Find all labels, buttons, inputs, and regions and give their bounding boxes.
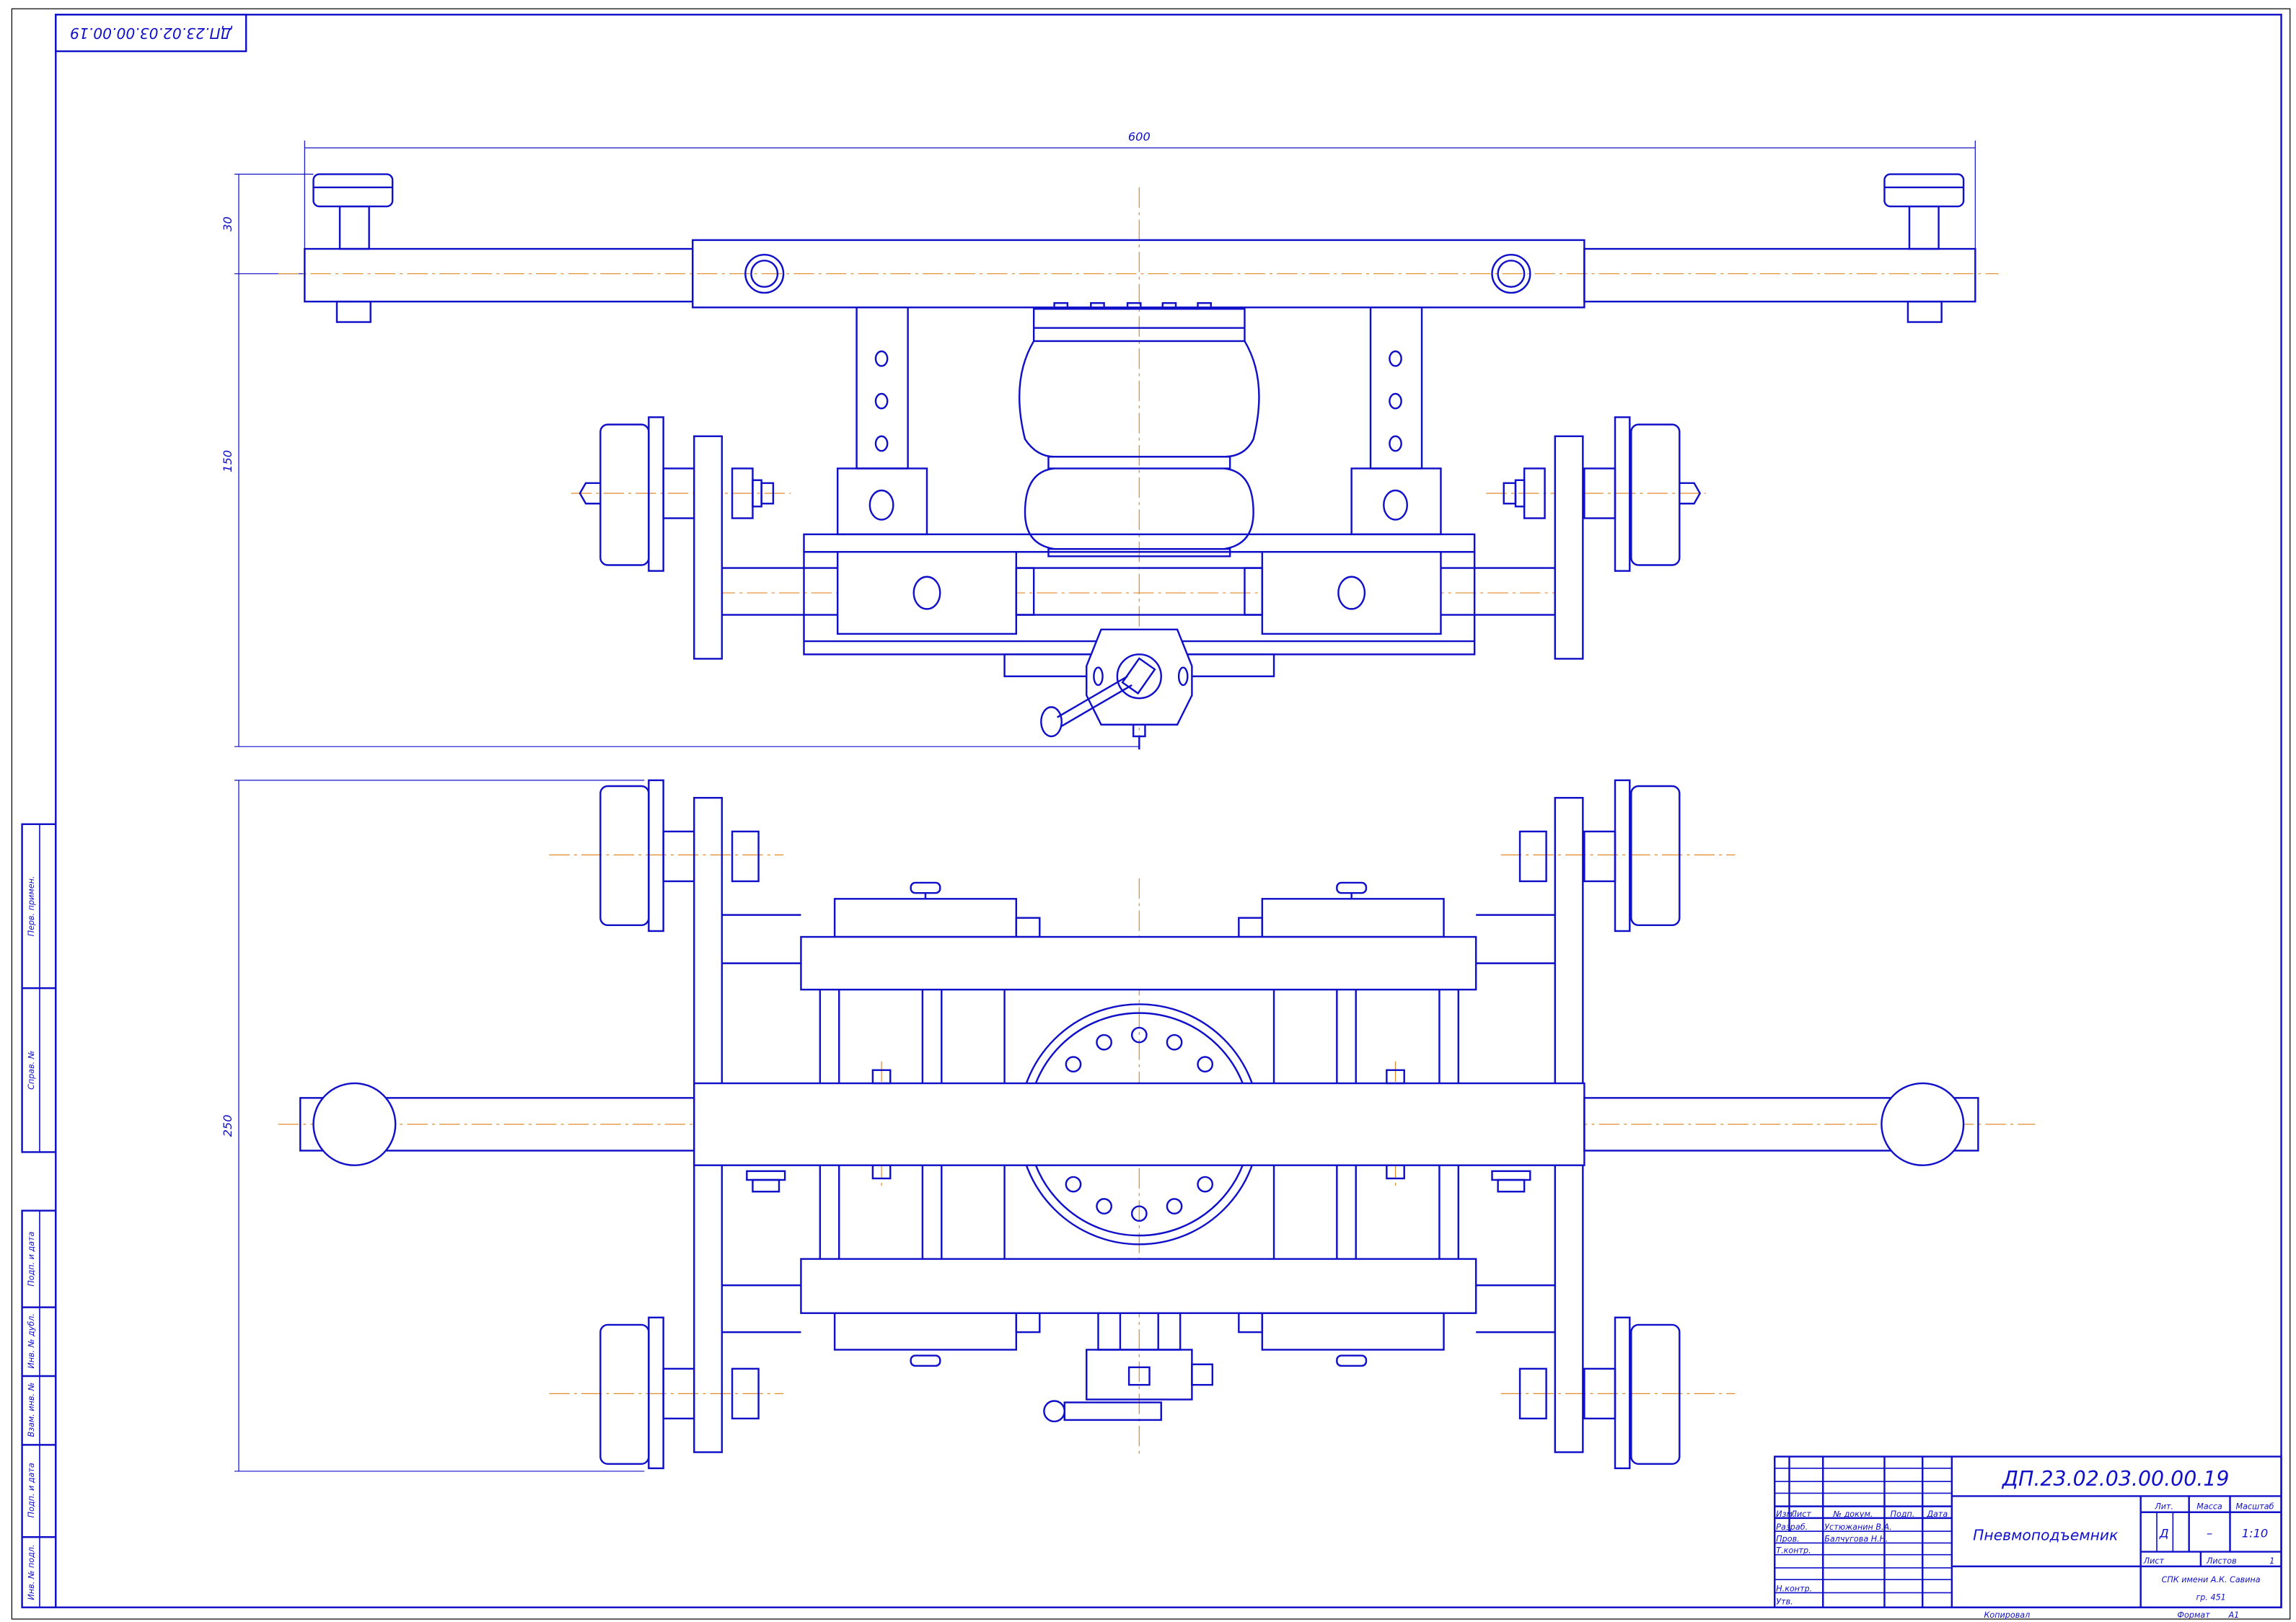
mass-label: Масса	[2196, 1502, 2222, 1512]
format-value: А1	[2227, 1610, 2239, 1620]
role: Разраб.	[1776, 1522, 1808, 1532]
side-stamp-cell: Справ. №	[27, 1051, 36, 1090]
side-stamp-cell: Подп. и дата	[27, 1463, 36, 1517]
role: Н.контр.	[1776, 1584, 1812, 1593]
header-sign: Подп.	[1891, 1509, 1915, 1519]
air-spring	[1019, 301, 1260, 557]
checker-name: Балчугова Н.Н.	[1824, 1534, 1888, 1543]
side-stamp-cell: Взам. инв. №	[27, 1383, 36, 1437]
dimension-30: 30	[221, 173, 314, 275]
dimension-label: 600	[1128, 130, 1151, 144]
side-stamp-cell: Перв. примен.	[27, 876, 36, 937]
developer-name: Устюжанин В.А.	[1824, 1522, 1891, 1532]
dimension-label: 150	[221, 450, 234, 472]
corner-stamp: ДП.23.02.03.00.00.19	[55, 14, 247, 53]
header-izm: Изм.	[1776, 1509, 1795, 1519]
header-doc: № докум.	[1832, 1509, 1873, 1519]
role: Пров.	[1776, 1534, 1799, 1543]
sheets-label: Листов	[2206, 1556, 2237, 1566]
wheel-rear-right	[1518, 1316, 1681, 1470]
copied-label: Копировал	[1984, 1610, 2031, 1620]
side-stamp-cell: Подп. и дата	[27, 1231, 36, 1286]
side-stamp-cell: Инв. № дубл.	[27, 1313, 36, 1368]
wheel-left	[579, 416, 775, 572]
dimension-150: 150	[221, 273, 1140, 747]
side-stamp-cell: Инв. № подл.	[27, 1545, 36, 1600]
dimension-250: 250	[221, 780, 645, 1472]
role: Утв.	[1776, 1597, 1793, 1607]
org-name: СПК имени А.К. Савина	[2162, 1575, 2261, 1584]
wheel-rear-left	[599, 1316, 760, 1470]
title-block: Изм. Лист № докум. Подп. Дата Разраб. Пр…	[1774, 1455, 2282, 1620]
wheel-front-left	[599, 779, 760, 933]
dimension-label: 30	[221, 216, 234, 232]
outer-border	[11, 8, 2291, 1620]
dimension-600: 600	[304, 130, 1976, 250]
format-label: Формат	[2177, 1610, 2210, 1620]
front-view: 600 30 150	[221, 130, 1999, 750]
header-list: Лист	[1790, 1509, 1812, 1519]
dimension-label: 250	[221, 1114, 234, 1137]
mass-value: –	[2207, 1526, 2212, 1540]
drawing-designation: ДП.23.02.03.00.00.19	[2001, 1467, 2230, 1491]
scale-label: Масштаб	[2236, 1502, 2274, 1512]
role: Т.контр.	[1776, 1546, 1811, 1556]
valve-handle-plan	[1043, 1312, 1214, 1423]
valve-handle	[1003, 628, 1275, 750]
lit-label: Лит.	[2154, 1502, 2173, 1512]
plan-view: 250	[221, 779, 2036, 1472]
wheel-right	[1503, 416, 1702, 572]
wheel-front-right	[1518, 779, 1681, 933]
lit-value: Д	[2159, 1526, 2169, 1540]
inner-frame	[55, 14, 2282, 1608]
drawing-title: Пневмоподъемник	[1973, 1526, 2119, 1543]
corner-stamp-text: ДП.23.02.03.00.00.19	[70, 25, 233, 42]
sheet-label: Лист	[2143, 1556, 2165, 1566]
header-date: Дата	[1926, 1509, 1948, 1519]
side-stamp: Перв. примен. Справ. № Подп. и дата Инв.…	[21, 823, 57, 1608]
scale-value: 1:10	[2242, 1526, 2268, 1540]
org-group: гр. 451	[2196, 1593, 2225, 1603]
sheets-value: 1	[2269, 1556, 2274, 1566]
